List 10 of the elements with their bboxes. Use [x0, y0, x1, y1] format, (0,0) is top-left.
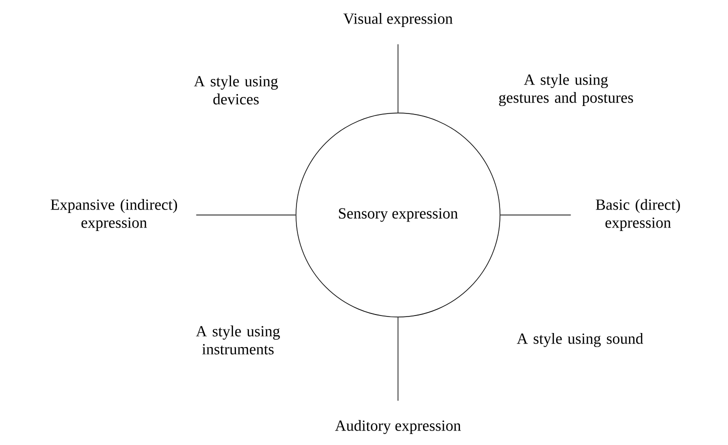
- axis-label: Basic (direct) expression: [596, 198, 680, 232]
- quadrant-label: A style using sound: [516, 332, 644, 348]
- line: [196, 214, 296, 216]
- axis-label: Visual expression: [343, 12, 453, 28]
- quadrant-label: A style using instruments: [196, 326, 280, 354]
- line: [500, 214, 572, 216]
- quadrant-label: A style using gestures and postures: [499, 74, 634, 106]
- quadrant-label: A style using devices: [194, 76, 278, 104]
- axis-label: Auditory expression: [335, 420, 461, 434]
- axis-label: Expansive (indirect) expression: [50, 198, 178, 232]
